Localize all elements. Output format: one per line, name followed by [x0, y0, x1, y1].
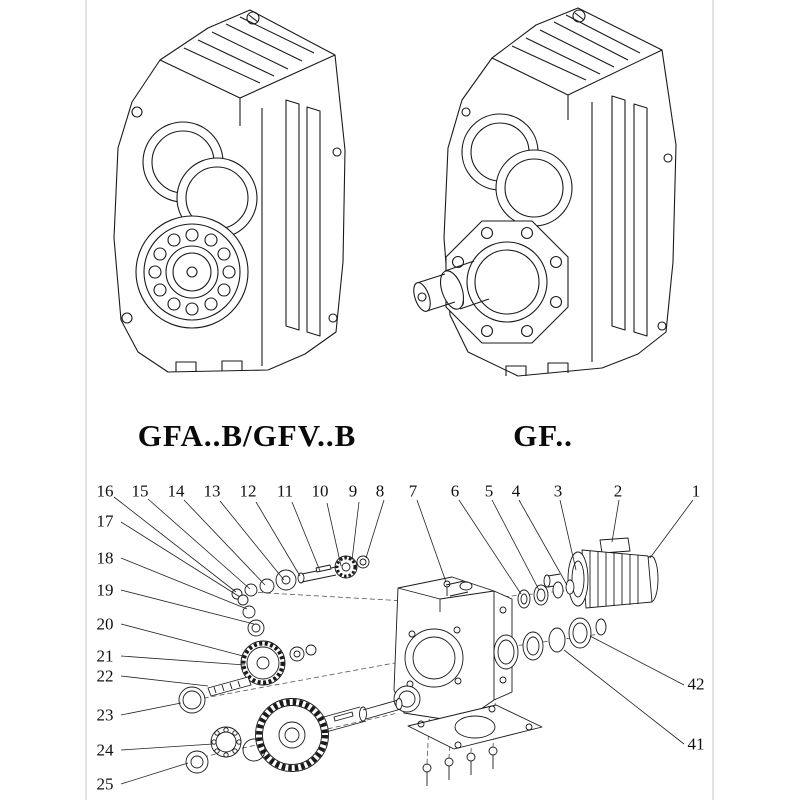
callout-17: 17 [96, 511, 114, 531]
motor-part [543, 537, 659, 609]
callout-22: 22 [96, 666, 114, 686]
input-shaft-small-parts [517, 579, 575, 609]
callout-42: 42 [687, 674, 705, 694]
callout-1: 1 [691, 481, 701, 501]
callout-7: 7 [408, 481, 418, 501]
callout-3: 3 [553, 481, 563, 501]
page-edge-lines [85, 0, 714, 800]
callout-21: 21 [96, 646, 114, 666]
figure-label-gfab: GFA..B/GFV..B [137, 418, 357, 453]
gasket-and-bolts [407, 704, 543, 786]
callout-10: 10 [311, 481, 329, 501]
callout-4: 4 [511, 481, 521, 501]
left-gearbox-drawing [113, 9, 346, 373]
callout-25: 25 [96, 774, 114, 794]
exploded-view-drawing [113, 496, 694, 786]
callout-6: 6 [450, 481, 460, 501]
pinion-shaft-parts [231, 555, 370, 600]
callout-2: 2 [613, 481, 623, 501]
callout-8: 8 [375, 481, 385, 501]
callout-19: 19 [96, 580, 114, 600]
output-rings [493, 617, 607, 670]
callout-16: 16 [96, 481, 114, 501]
callout-20: 20 [96, 614, 114, 634]
callout-9: 9 [348, 481, 358, 501]
callout-41: 41 [687, 734, 705, 754]
callout-23: 23 [96, 705, 114, 725]
callout-11: 11 [276, 481, 294, 501]
callout-15: 15 [131, 481, 149, 501]
callout-18: 18 [96, 548, 114, 568]
intermediate-gear-parts [178, 594, 317, 714]
callout-14: 14 [167, 481, 185, 501]
callout-24: 24 [96, 740, 114, 760]
output-gear-parts [255, 698, 403, 772]
leader-lines [113, 496, 694, 785]
callout-12: 12 [239, 481, 257, 501]
right-gearbox-drawing [413, 7, 677, 377]
callout-5: 5 [484, 481, 494, 501]
callout-13: 13 [203, 481, 221, 501]
figure-label-gf: GF.. [513, 418, 573, 453]
output-bearing-parts [185, 726, 266, 774]
